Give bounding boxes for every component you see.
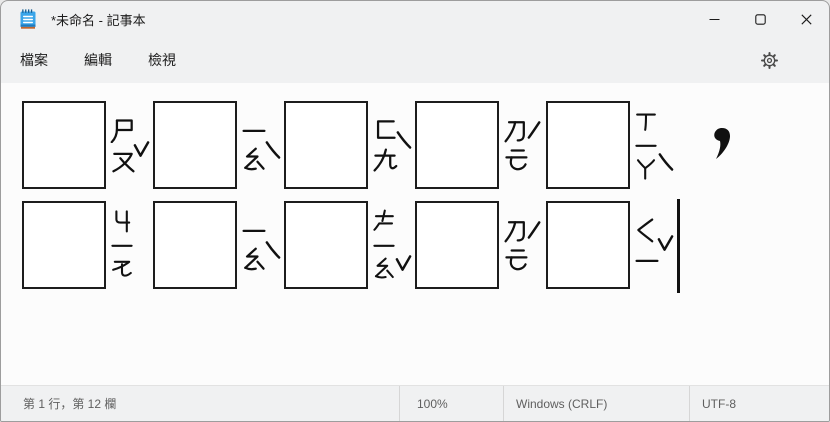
missing-glyph-box bbox=[284, 101, 368, 189]
missing-glyph-box bbox=[22, 101, 106, 189]
menu-view[interactable]: 檢視 bbox=[148, 52, 176, 68]
character-cell bbox=[284, 201, 415, 289]
cursor-position-status: 第 1 行，第 12 欄 bbox=[23, 397, 117, 411]
tone-mark bbox=[133, 139, 150, 161]
tone-mark bbox=[264, 139, 281, 161]
bopomofo-letter bbox=[372, 233, 396, 257]
character-cell bbox=[546, 201, 677, 289]
zhuyin-annotation bbox=[630, 101, 677, 189]
menu-bar: 檔案 編輯 檢視 bbox=[1, 37, 829, 83]
character-cell bbox=[22, 101, 153, 189]
bopomofo-letter bbox=[634, 157, 658, 181]
bopomofo-letter bbox=[634, 109, 658, 133]
tone-mark bbox=[395, 129, 412, 151]
character-cell bbox=[284, 101, 415, 189]
fullwidth-comma bbox=[711, 127, 731, 161]
tone-mark bbox=[395, 253, 412, 275]
window-titlebar[interactable]: *未命名 - 記事本 bbox=[1, 1, 829, 37]
zhuyin-annotation bbox=[368, 101, 415, 189]
maximize-icon bbox=[754, 13, 766, 25]
zhuyin-annotation bbox=[499, 201, 546, 289]
maximize-button[interactable] bbox=[737, 1, 783, 37]
character-cell bbox=[153, 101, 284, 189]
zhuyin-annotation bbox=[237, 101, 284, 189]
close-button[interactable] bbox=[783, 1, 829, 37]
character-cell bbox=[22, 201, 153, 289]
zhuyin-annotation bbox=[106, 101, 153, 189]
missing-glyph-box bbox=[546, 101, 630, 189]
zhuyin-annotation bbox=[237, 201, 284, 289]
bopomofo-letter bbox=[110, 209, 134, 233]
close-icon bbox=[800, 13, 812, 25]
window-title: *未命名 - 記事本 bbox=[51, 12, 146, 28]
zhuyin-annotation bbox=[630, 201, 677, 289]
character-cell bbox=[415, 101, 546, 189]
zhuyin-annotation bbox=[499, 101, 546, 189]
line-ending-status: Windows (CRLF) bbox=[503, 386, 689, 421]
minimize-button[interactable] bbox=[691, 1, 737, 37]
zhuyin-annotation bbox=[106, 201, 153, 289]
settings-gear-icon[interactable] bbox=[761, 51, 778, 69]
menu-edit[interactable]: 編輯 bbox=[84, 52, 112, 68]
tone-mark bbox=[657, 151, 674, 173]
character-cell bbox=[546, 101, 677, 189]
tone-mark bbox=[264, 239, 281, 261]
tone-mark bbox=[526, 219, 543, 241]
bopomofo-letter bbox=[634, 133, 658, 157]
character-cell bbox=[153, 201, 284, 289]
missing-glyph-box bbox=[153, 201, 237, 289]
bopomofo-letter bbox=[110, 233, 134, 257]
menu-file[interactable]: 檔案 bbox=[20, 52, 48, 68]
notepad-app-icon bbox=[20, 8, 36, 29]
missing-glyph-box bbox=[284, 201, 368, 289]
bopomofo-letter bbox=[110, 257, 134, 281]
bopomofo-letter bbox=[503, 147, 529, 173]
tone-mark bbox=[657, 233, 674, 255]
missing-glyph-box bbox=[415, 101, 499, 189]
zoom-level-status: 100% bbox=[399, 386, 503, 421]
text-caret bbox=[677, 199, 680, 293]
text-area[interactable] bbox=[1, 83, 829, 385]
minimize-icon bbox=[709, 18, 719, 20]
bopomofo-letter bbox=[372, 209, 396, 233]
text-line bbox=[22, 101, 829, 201]
tone-mark bbox=[526, 119, 543, 141]
zhuyin-annotation bbox=[368, 201, 415, 289]
encoding-status: UTF-8 bbox=[689, 386, 829, 421]
missing-glyph-box bbox=[22, 201, 106, 289]
missing-glyph-box bbox=[415, 201, 499, 289]
bopomofo-letter bbox=[372, 257, 396, 281]
character-cell bbox=[415, 201, 546, 289]
bopomofo-letter bbox=[503, 247, 529, 273]
status-bar: 第 1 行，第 12 欄 100% Windows (CRLF) UTF-8 bbox=[1, 385, 829, 421]
missing-glyph-box bbox=[153, 101, 237, 189]
text-line bbox=[22, 199, 829, 301]
missing-glyph-box bbox=[546, 201, 630, 289]
